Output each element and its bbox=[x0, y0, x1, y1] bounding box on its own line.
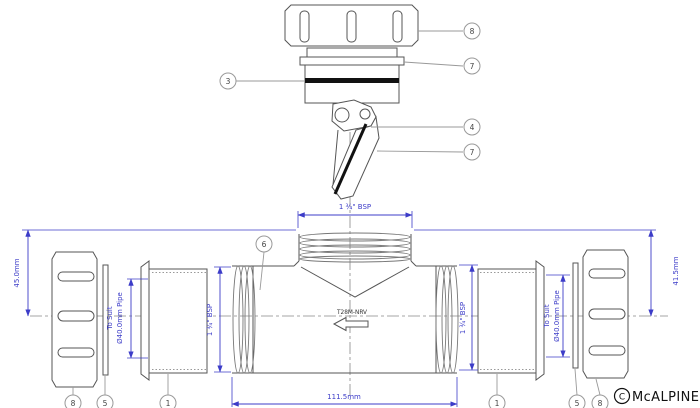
dim-left-height: 45.0mm bbox=[13, 229, 296, 317]
callout-right-washer: 5 bbox=[568, 368, 586, 408]
right-washer bbox=[572, 262, 579, 369]
dim-left-bsp: 1 ¾" BSP bbox=[206, 266, 231, 373]
callout-right-tail: 1 bbox=[488, 374, 506, 408]
dim-right-bsp: 1 ¾" BSP bbox=[459, 264, 478, 371]
dim-top-bsp-label: 1 ¾" BSP bbox=[339, 203, 371, 211]
left-nut bbox=[51, 251, 98, 388]
callout-right-tail-label: 1 bbox=[495, 399, 500, 408]
callout-left-nut-label: 8 bbox=[71, 399, 76, 408]
top-plug-body bbox=[299, 47, 405, 104]
oring-seal bbox=[305, 78, 399, 83]
callout-top-plug-label: 7 bbox=[470, 62, 475, 71]
callout-flap-seal-label: 7 bbox=[470, 148, 475, 157]
copyright-symbol: C bbox=[619, 393, 625, 403]
callout-top-nut: 8 bbox=[418, 22, 481, 40]
callout-left-nut: 8 bbox=[64, 387, 82, 408]
callout-body-washer-label: 6 bbox=[262, 240, 267, 249]
product-code-label: T28M-NRV bbox=[336, 310, 367, 316]
dim-left-pipe-label-2: Ø40.0mm Pipe bbox=[116, 292, 124, 344]
callout-left-washer-label: 5 bbox=[103, 399, 108, 408]
right-body-thread bbox=[435, 265, 459, 374]
right-nut bbox=[582, 249, 629, 379]
callout-oring: 3 bbox=[219, 72, 305, 90]
callout-right-nut: 8 bbox=[591, 378, 609, 408]
callout-right-nut-label: 8 bbox=[598, 399, 603, 408]
callout-left-washer: 5 bbox=[96, 376, 114, 408]
right-tailpiece bbox=[477, 260, 545, 381]
dim-top-bsp: 1 ¾" BSP bbox=[297, 203, 413, 228]
body-funnel bbox=[300, 266, 410, 298]
left-body-thread bbox=[232, 265, 256, 374]
left-tailpiece bbox=[140, 260, 208, 381]
dim-left-pipe: To Suit Ø40.0mm Pipe bbox=[106, 278, 148, 359]
callout-top-plug: 7 bbox=[403, 57, 481, 75]
left-washer bbox=[102, 264, 109, 376]
dim-right-height-label: 41.5mm bbox=[672, 256, 680, 285]
branch-thread bbox=[299, 232, 411, 263]
dim-left-pipe-label-1: To Suit bbox=[106, 306, 114, 330]
dim-right-height: 41.5mm bbox=[414, 229, 680, 317]
dim-left-bsp-label: 1 ¾" BSP bbox=[206, 304, 214, 336]
nrv-flap bbox=[331, 99, 380, 200]
dim-left-height-label: 45.0mm bbox=[13, 258, 21, 287]
tee-body: T28M-NRV bbox=[232, 232, 459, 374]
callout-flap-seal: 7 bbox=[376, 143, 481, 161]
brand-logo: C McALPINE bbox=[613, 387, 699, 405]
callout-flap-bracket-label: 4 bbox=[470, 123, 475, 132]
top-cap-nut bbox=[284, 4, 419, 47]
dim-right-pipe-label-1: To Suit bbox=[543, 304, 551, 328]
dim-overall-length: 111.5mm bbox=[231, 377, 458, 407]
copyright-icon bbox=[613, 387, 631, 405]
dim-right-pipe: To Suit Ø40.0mm Pipe bbox=[543, 274, 570, 358]
callout-oring-label: 3 bbox=[226, 77, 231, 86]
flow-direction-arrow bbox=[332, 316, 369, 332]
callout-flap-bracket: 4 bbox=[371, 118, 481, 136]
dim-right-bsp-label: 1 ¾" BSP bbox=[459, 302, 467, 334]
callout-left-tail-label: 1 bbox=[166, 399, 171, 408]
callout-right-washer-label: 5 bbox=[575, 399, 580, 408]
callout-top-nut-label: 8 bbox=[470, 27, 475, 36]
callout-body-washer: 6 bbox=[255, 235, 273, 291]
dim-right-pipe-label-2: Ø40.0mm Pipe bbox=[553, 290, 561, 342]
brand-name: McALPINE bbox=[632, 390, 699, 405]
dim-overall-length-label: 111.5mm bbox=[327, 393, 361, 401]
callout-left-tail: 1 bbox=[159, 374, 177, 408]
